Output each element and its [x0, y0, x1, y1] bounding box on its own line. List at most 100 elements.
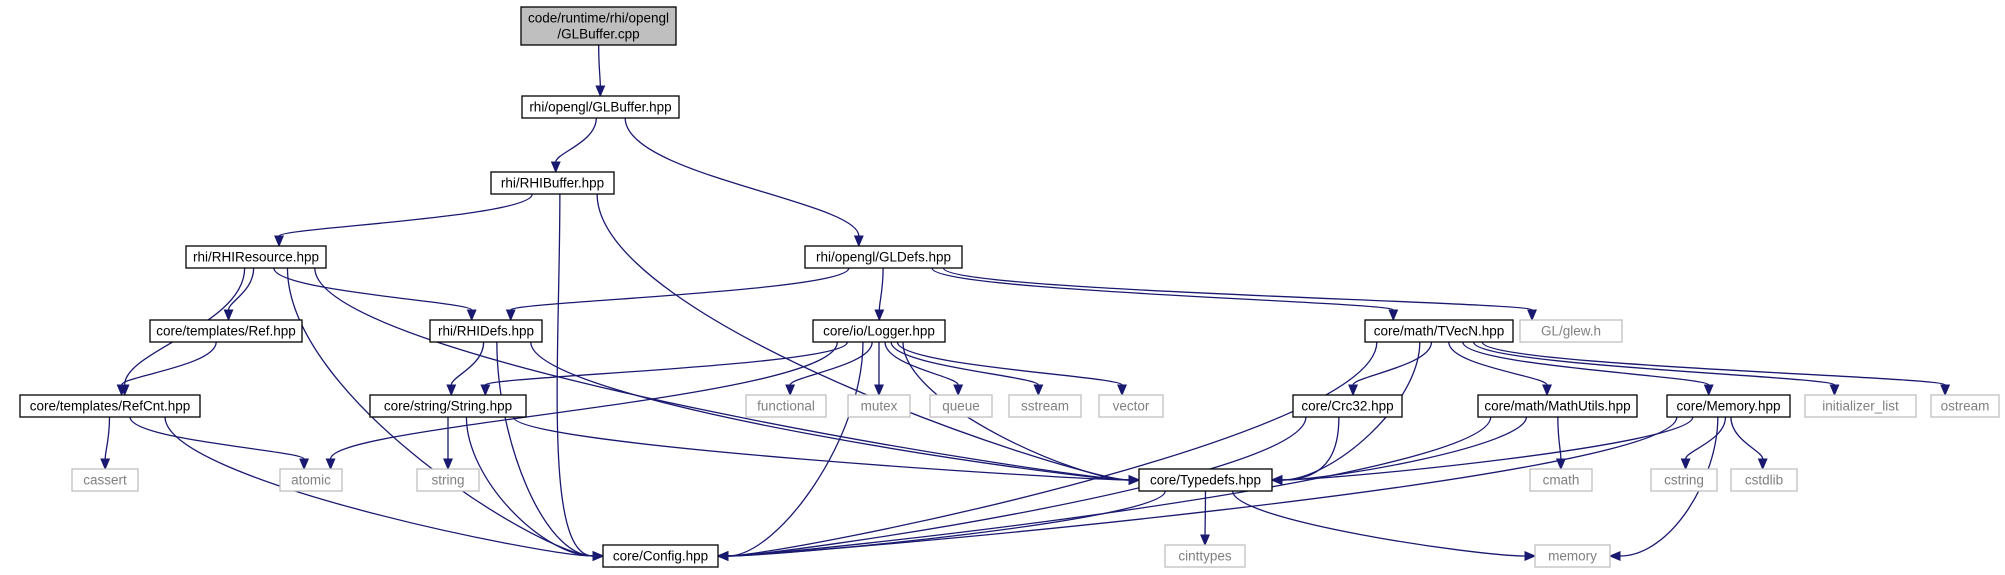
node-vector: vector [1098, 394, 1164, 418]
edge-rhidefs-to-config [496, 341, 594, 557]
node-mathutils-label: core/math/MathUtils.hpp [1484, 399, 1630, 414]
node-string_std-box [416, 468, 480, 492]
node-root[interactable]: code/runtime/rhi/opengl/GLBuffer.cpp [520, 6, 677, 46]
node-cstdlib-box [1730, 468, 1798, 492]
node-gldefs-label: rhi/opengl/GLDefs.hpp [816, 250, 951, 265]
node-cassert-box [71, 468, 139, 492]
node-mutex-box [847, 394, 911, 418]
arrowhead-logger-to-functional [785, 384, 796, 397]
edge-typedefs-to-memory_std [1231, 490, 1526, 557]
edge-logger-to-queue [884, 341, 959, 386]
node-tvecn-label: core/math/TVecN.hpp [1374, 324, 1505, 339]
node-functional: functional [745, 394, 827, 418]
node-glbuffer_hpp-box [521, 95, 680, 119]
arrowhead-logger-to-atomic [325, 458, 336, 471]
arrowhead-string_hpp-to-config [592, 551, 605, 561]
node-ref[interactable]: core/templates/Ref.hpp [149, 319, 303, 343]
node-config-label: core/Config.hpp [613, 549, 708, 564]
edge-tvecn-to-memory_hpp [1462, 341, 1710, 386]
node-cstring: cstring [1650, 468, 1718, 492]
node-gldefs[interactable]: rhi/opengl/GLDefs.hpp [804, 245, 963, 269]
node-cstdlib-label: cstdlib [1745, 473, 1783, 488]
node-rhiresource-label: rhi/RHIResource.hpp [193, 250, 319, 265]
node-memory_std-label: memory [1548, 549, 1597, 564]
node-rhibuffer-label: rhi/RHIBuffer.hpp [501, 176, 604, 191]
arrowhead-glbuffer_hpp-to-rhibuffer [550, 161, 561, 174]
edge-refcnt-to-cassert [104, 416, 111, 460]
edge-gldefs-to-glew [942, 267, 1533, 311]
edge-tvecn-to-mathutils [1448, 341, 1548, 386]
node-ostream-label: ostream [1941, 399, 1990, 414]
edge-logger-to-atomic [329, 341, 838, 460]
node-queue: queue [929, 394, 993, 418]
node-glbuffer_hpp[interactable]: rhi/opengl/GLBuffer.hpp [521, 95, 680, 119]
arrowhead-rhidefs-to-string_hpp [446, 384, 457, 397]
node-memory_std: memory [1534, 544, 1611, 568]
node-vector-label: vector [1113, 399, 1150, 414]
node-memory_std-box [1534, 544, 1611, 568]
node-config[interactable]: core/Config.hpp [602, 544, 719, 568]
node-rhidefs-box [429, 319, 543, 343]
node-refcnt[interactable]: core/templates/RefCnt.hpp [19, 394, 201, 418]
node-mathutils[interactable]: core/math/MathUtils.hpp [1477, 394, 1638, 418]
edge-glbuffer_hpp-to-gldefs [624, 117, 860, 237]
edge-gldefs-to-tvecn [931, 267, 1394, 311]
node-crc32-box [1292, 394, 1403, 418]
node-ostream: ostream [1930, 394, 2000, 418]
node-sstream-box [1008, 394, 1082, 418]
node-root-label: /GLBuffer.cpp [557, 27, 639, 42]
arrowhead-typedefs-to-config [716, 551, 729, 561]
arrowhead-root-to-glbuffer_hpp [595, 85, 606, 98]
arrowhead-gldefs-to-glew [1527, 309, 1537, 322]
edge-ref-to-refcnt [120, 341, 217, 386]
edge-logger-to-config [727, 341, 864, 557]
node-vector-box [1098, 394, 1164, 418]
node-glew-label: GL/glew.h [1541, 324, 1601, 339]
node-mutex: mutex [847, 394, 911, 418]
edge-root-to-glbuffer_hpp [598, 44, 601, 87]
node-rhiresource[interactable]: rhi/RHIResource.hpp [185, 245, 327, 269]
edge-memory_hpp-to-typedefs [1281, 416, 1694, 481]
node-crc32-label: core/Crc32.hpp [1301, 399, 1393, 414]
arrowhead-memory_hpp-to-cstring [1680, 458, 1691, 471]
node-string_hpp-label: core/string/String.hpp [384, 399, 512, 414]
edge-gldefs-to-logger [878, 267, 884, 311]
nodes-layer: code/runtime/rhi/opengl/GLBuffer.cpp rhi/… [19, 6, 2000, 568]
arrowhead-memory_hpp-to-cstdlib [1757, 458, 1768, 471]
node-memory_hpp[interactable]: core/Memory.hpp [1666, 394, 1791, 418]
node-crc32[interactable]: core/Crc32.hpp [1292, 394, 1403, 418]
node-rhidefs-label: rhi/RHIDefs.hpp [438, 324, 534, 339]
arrowhead-typedefs-to-cinttypes [1200, 534, 1210, 547]
node-atomic-label: atomic [291, 473, 331, 488]
node-rhibuffer[interactable]: rhi/RHIBuffer.hpp [490, 171, 615, 195]
node-ref-box [149, 319, 303, 343]
edge-typedefs-to-config [727, 490, 1166, 557]
node-initializer_list-box [1804, 394, 1917, 418]
edge-logger-to-vector [896, 341, 1123, 386]
arrowhead-refcnt-to-cassert [100, 458, 111, 471]
arrowhead-tvecn-to-initializer_list [1829, 384, 1840, 397]
node-queue-box [929, 394, 993, 418]
node-tvecn[interactable]: core/math/TVecN.hpp [1364, 319, 1514, 343]
arrowhead-memory_hpp-to-memory_std [1608, 551, 1621, 561]
edges-layer [100, 44, 1951, 561]
arrowhead-logger-to-mutex [874, 384, 884, 397]
arrowhead-logger-to-string_hpp [480, 384, 491, 397]
node-cmath: cmath [1529, 468, 1593, 492]
edge-rhiresource-to-typedefs [314, 267, 1130, 481]
edge-gldefs-to-rhidefs [510, 267, 850, 311]
node-logger[interactable]: core/io/Logger.hpp [812, 319, 946, 343]
node-string_hpp[interactable]: core/string/String.hpp [369, 394, 527, 418]
edge-rhiresource-to-ref [227, 267, 255, 311]
node-typedefs[interactable]: core/Typedefs.hpp [1138, 468, 1273, 492]
arrowhead-logger-to-vector [1117, 384, 1127, 397]
node-memory_hpp-label: core/Memory.hpp [1676, 399, 1780, 414]
edge-rhidefs-to-typedefs [530, 341, 1130, 481]
edge-tvecn-to-config [727, 341, 1378, 557]
node-atomic: atomic [279, 468, 343, 492]
node-refcnt-box [19, 394, 201, 418]
node-typedefs-box [1138, 468, 1273, 492]
arrowhead-rhibuffer-to-rhiresource [274, 235, 285, 248]
node-rhidefs[interactable]: rhi/RHIDefs.hpp [429, 319, 543, 343]
